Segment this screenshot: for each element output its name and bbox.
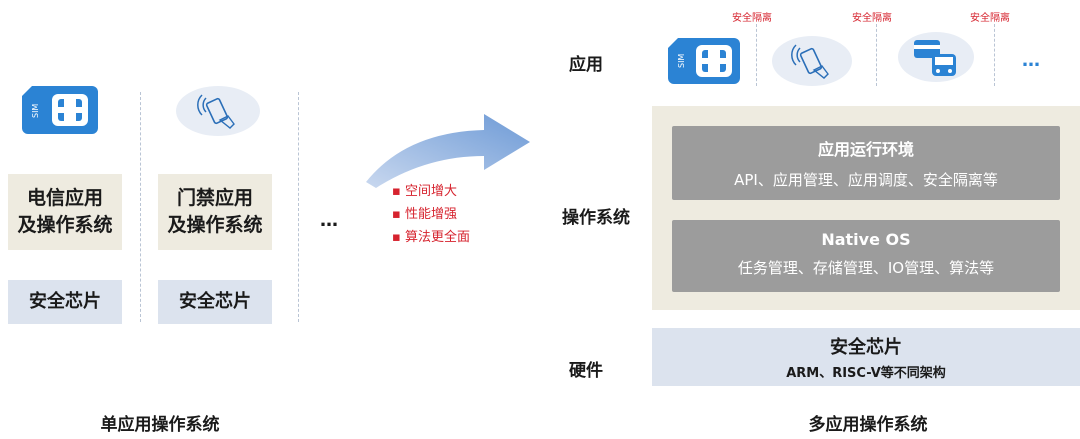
isolation-label: 安全隔离 bbox=[970, 13, 1010, 24]
native-os-box: Native OS 任务管理、存储管理、IO管理、算法等 bbox=[672, 220, 1060, 292]
bullet-text: 空间增大 bbox=[404, 184, 457, 199]
sim-label: SIM bbox=[31, 104, 40, 118]
runtime-title: 应用运行环境 bbox=[817, 140, 914, 159]
app-line2: 及操作系统 bbox=[17, 214, 113, 236]
bullet-text: 算法更全面 bbox=[404, 230, 470, 245]
divider bbox=[140, 92, 141, 322]
sim-card-icon: SIM bbox=[668, 38, 740, 84]
runtime-desc: API、应用管理、应用调度、安全隔离等 bbox=[734, 171, 998, 189]
native-title: Native OS bbox=[821, 230, 911, 249]
bullet-item: ▪ 性能增强 bbox=[392, 207, 457, 222]
row-label-app: 应用 bbox=[569, 55, 603, 75]
right-caption: 多应用操作系统 bbox=[808, 415, 928, 435]
app-line1: 电信应用 bbox=[26, 187, 103, 209]
nfc-card-tap-icon bbox=[176, 86, 260, 136]
access-app-os-box: 门禁应用 及操作系统 bbox=[158, 174, 272, 250]
chip-title: 安全芯片 bbox=[830, 337, 902, 358]
sim-label: SIM bbox=[677, 54, 686, 68]
app-line2: 及操作系统 bbox=[167, 214, 263, 236]
nfc-card-tap-icon bbox=[772, 36, 852, 86]
chip-box: 安全芯片 bbox=[158, 280, 272, 324]
runtime-box: 应用运行环境 API、应用管理、应用调度、安全隔离等 bbox=[672, 126, 1060, 200]
isolation-divider bbox=[876, 24, 877, 86]
divider bbox=[298, 92, 299, 322]
chip-box: 安全芯片 bbox=[8, 280, 122, 324]
improvement-list: ▪ 空间增大 ▪ 性能增强 ▪ 算法更全面 bbox=[392, 180, 470, 249]
isolation-label: 安全隔离 bbox=[852, 13, 892, 24]
telecom-app-os-box: 电信应用 及操作系统 bbox=[8, 174, 122, 250]
sim-card-icon: SIM bbox=[22, 86, 98, 134]
row-label-hw: 硬件 bbox=[569, 361, 603, 381]
card-bus-icon bbox=[898, 32, 974, 82]
bullet-item: ▪ 空间增大 bbox=[392, 184, 457, 199]
isolation-divider bbox=[756, 24, 757, 86]
left-caption: 单应用操作系统 bbox=[100, 415, 220, 435]
more-apps: … bbox=[1022, 50, 1040, 71]
row-label-os: 操作系统 bbox=[562, 208, 630, 228]
bullet-item: ▪ 算法更全面 bbox=[392, 230, 470, 245]
ellipsis: … bbox=[320, 210, 338, 231]
isolation-divider bbox=[994, 24, 995, 86]
bullet-text: 性能增强 bbox=[404, 207, 457, 222]
chip-desc: ARM、RISC-V等不同架构 bbox=[786, 366, 946, 381]
hw-chip-box: 安全芯片 ARM、RISC-V等不同架构 bbox=[652, 328, 1080, 386]
arrow-icon bbox=[366, 112, 532, 190]
native-desc: 任务管理、存储管理、IO管理、算法等 bbox=[737, 259, 995, 277]
app-line1: 门禁应用 bbox=[176, 187, 253, 209]
isolation-label: 安全隔离 bbox=[732, 13, 772, 24]
